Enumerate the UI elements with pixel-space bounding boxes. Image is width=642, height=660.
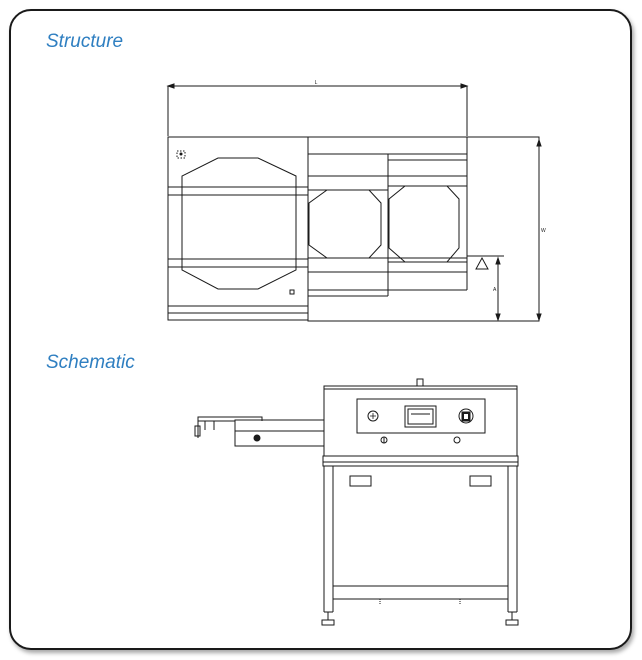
schematic-drawing	[195, 379, 518, 625]
drawer-handle-right	[470, 476, 491, 486]
length-label: L	[315, 80, 318, 86]
foot-left	[322, 620, 334, 625]
indicator-right-icon	[454, 437, 460, 443]
machine-housing	[324, 386, 517, 456]
diagram-card	[9, 9, 632, 650]
main-body-top-view	[168, 137, 308, 320]
structure-heading: Structure	[46, 31, 124, 52]
drawer-handle-left	[350, 476, 371, 486]
structure-drawing: L	[168, 80, 546, 321]
control-panel	[357, 399, 485, 443]
power-switch-icon	[459, 409, 473, 423]
stand-frame	[322, 466, 518, 625]
dimension-height: A	[467, 256, 504, 321]
schematic-heading: Schematic	[46, 352, 135, 373]
foot-right	[506, 620, 518, 625]
height-label: A	[493, 287, 497, 293]
dimension-width: W	[537, 140, 546, 320]
width-label: W	[541, 228, 546, 234]
knob-icon	[368, 411, 378, 421]
triangle-marker	[476, 258, 488, 269]
dimension-length: L	[168, 80, 467, 136]
display-screen	[405, 406, 436, 427]
conveyor-top-view	[308, 137, 539, 321]
conveyor-arm	[195, 417, 324, 446]
top-handle	[417, 379, 423, 386]
